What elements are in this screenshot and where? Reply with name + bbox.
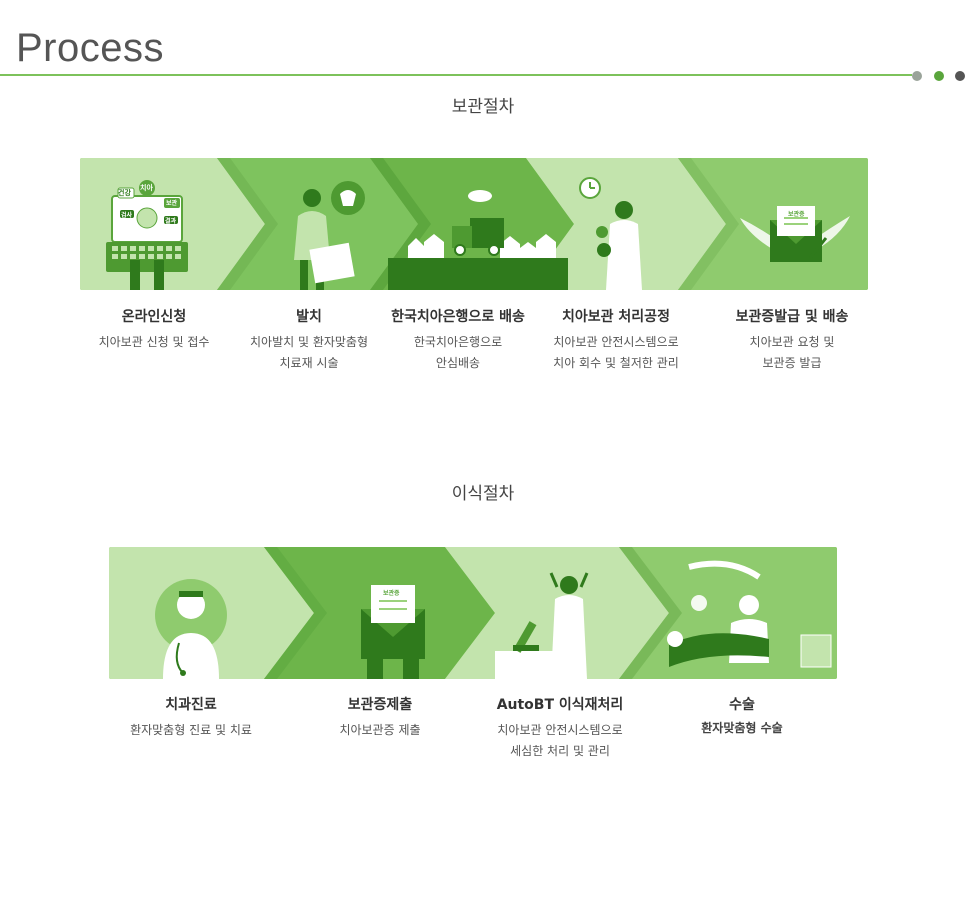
delivery-illustration <box>388 190 568 290</box>
storage-section-title: 보관절차 <box>451 97 515 117</box>
transplant-section-title: 이식절차 <box>451 484 515 504</box>
dot-2 <box>934 71 944 81</box>
illustration-label: 검사 <box>121 212 133 219</box>
illustration-label: 치아 <box>140 184 153 192</box>
step-title: 보관증제출 <box>347 697 413 713</box>
step-title: 수술 <box>729 697 755 713</box>
illustration-label: 결과 <box>165 218 177 225</box>
processing-illustration <box>579 177 642 290</box>
title-divider <box>0 74 912 76</box>
storage-process-band: 건강 치아 검사 보관 결과 보관증 <box>80 158 868 290</box>
dot-3 <box>955 71 965 81</box>
dot-1 <box>912 71 922 81</box>
storage-band-graphic <box>80 158 868 290</box>
page-title: Process <box>16 26 164 70</box>
step-title: 발치 <box>296 309 322 325</box>
laptop-illustration <box>106 180 188 290</box>
autobt-illustration <box>495 572 589 679</box>
step-title: 치과진료 <box>165 697 217 713</box>
illustration-label: 보관 <box>166 200 178 207</box>
storage-step-online: 온라인신청 치아보관 신청 및 접수 <box>80 308 228 353</box>
step-desc: 환자맞춤형 수술 <box>701 721 783 735</box>
certificate-label: 보관증 <box>788 211 805 218</box>
step-title: 보관증발급 및 배송 <box>735 309 849 325</box>
doctor-illustration <box>155 579 227 679</box>
surgery-illustration <box>667 560 832 668</box>
step-title: 온라인신청 <box>121 309 187 325</box>
transplant-step-surgery: 수술 환자맞춤형 수술 <box>670 696 814 739</box>
step-title: 치아보관 처리공정 <box>562 309 670 325</box>
certificate-label: 보관증 <box>383 590 400 597</box>
step-desc: 치아보관증 제출 <box>339 723 421 737</box>
illustration-label: 건강 <box>118 189 131 197</box>
step-title: 한국치아은행으로 배송 <box>391 309 525 325</box>
step-desc: 환자맞춤형 진료 및 치료 <box>130 723 252 737</box>
decorative-dots <box>910 70 966 82</box>
certificate-illustration <box>740 206 850 262</box>
submit-certificate-illustration <box>361 585 425 679</box>
transplant-step-dental-care: 치과진료 환자맞춤형 진료 및 치료 <box>109 696 273 741</box>
step-title: AutoBT 이식재처리 <box>496 697 624 713</box>
transplant-step-submit: 보관증제출 치아보관증 제출 <box>300 696 460 741</box>
step-desc: 치아보관 신청 및 접수 <box>98 335 210 349</box>
extraction-illustration <box>294 181 365 290</box>
transplant-band-graphic <box>109 547 837 679</box>
transplant-process-band: 보관증 <box>109 547 837 679</box>
